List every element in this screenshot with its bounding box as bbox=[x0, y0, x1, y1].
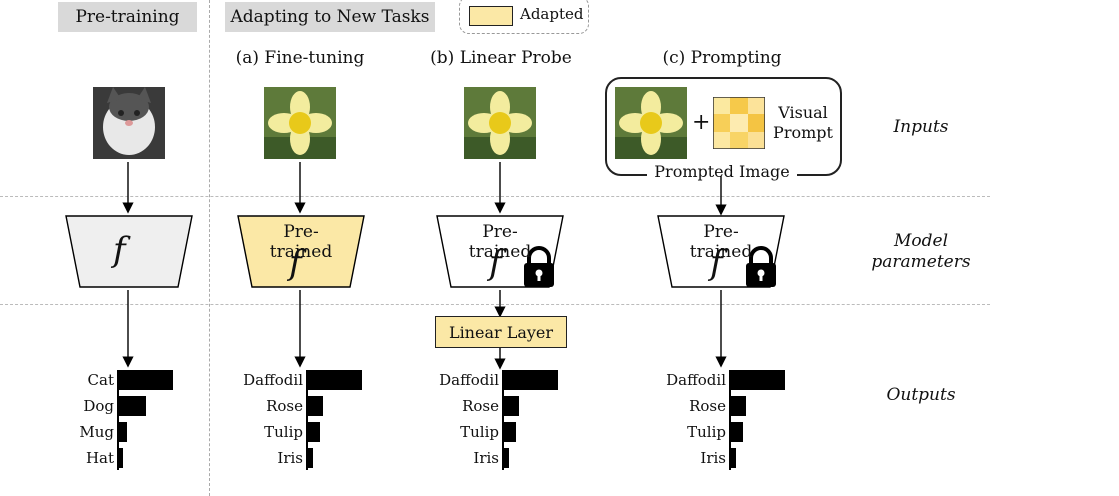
cat-image bbox=[93, 87, 165, 159]
visual-prompt-label: Visual Prompt bbox=[773, 103, 833, 142]
finetune-output-label: Daffodil bbox=[243, 371, 303, 389]
probe-output-label: Daffodil bbox=[439, 371, 499, 389]
prompt-output-bar bbox=[731, 422, 743, 442]
finetune-output-bar bbox=[308, 396, 323, 416]
probe-output-label: Tulip bbox=[460, 423, 499, 441]
column-title-prompting: (c) Prompting bbox=[662, 48, 782, 68]
column-title-finetuning: (a) Fine-tuning bbox=[235, 48, 365, 68]
probe-output-bar bbox=[504, 422, 516, 442]
prompt-pretrained-label: Pre-trained bbox=[689, 222, 753, 262]
finetune-output-label: Tulip bbox=[264, 423, 303, 441]
row-label-model: Model parameters bbox=[871, 231, 971, 272]
finetune-output-label: Iris bbox=[277, 449, 303, 467]
pretraining-output-label: Cat bbox=[87, 371, 114, 389]
prompt-output-bar bbox=[731, 370, 785, 390]
pretraining-output-axis bbox=[117, 370, 119, 470]
pretraining-output-label: Hat bbox=[85, 449, 114, 467]
probe-output-bar bbox=[504, 370, 558, 390]
finetune-output-bar bbox=[308, 448, 313, 468]
linear-layer-box: Linear Layer bbox=[435, 316, 567, 348]
visual-prompt-grid bbox=[713, 97, 765, 149]
prompt-output-label: Rose bbox=[689, 397, 726, 415]
prompt-output-bar bbox=[731, 448, 736, 468]
row-separator-1 bbox=[0, 196, 990, 197]
pretraining-output-bar bbox=[119, 370, 173, 390]
finetune-output-bar bbox=[308, 422, 320, 442]
prompted-image-caption: Prompted Image bbox=[647, 162, 797, 181]
pretraining-output-bar bbox=[119, 448, 123, 468]
daffodil-image-prompt bbox=[615, 87, 687, 159]
legend-swatch bbox=[469, 6, 513, 26]
plus-sign: + bbox=[692, 110, 711, 135]
prompt-output-bar bbox=[731, 396, 746, 416]
probe-output-bar bbox=[504, 396, 519, 416]
probe-output-bar bbox=[504, 448, 509, 468]
prompt-output-axis bbox=[729, 370, 731, 470]
row-label-outputs: Outputs bbox=[886, 385, 956, 405]
daffodil-image-finetune bbox=[264, 87, 336, 159]
pretraining-output-bar bbox=[119, 422, 127, 442]
column-title-linear-probe: (b) Linear Probe bbox=[430, 48, 572, 68]
probe-f-label: f bbox=[489, 243, 502, 283]
adapting-header: Adapting to New Tasks bbox=[225, 2, 435, 32]
finetune-f-label: f bbox=[289, 243, 302, 283]
finetune-model-trapezoid bbox=[237, 215, 365, 288]
pretraining-header: Pre-training bbox=[58, 2, 197, 32]
row-label-inputs: Inputs bbox=[893, 117, 949, 137]
finetune-output-axis bbox=[306, 370, 308, 470]
probe-output-label: Rose bbox=[462, 397, 499, 415]
column-separator bbox=[209, 0, 210, 496]
finetune-output-label: Rose bbox=[266, 397, 303, 415]
probe-output-label: Iris bbox=[473, 449, 499, 467]
finetune-output-bar bbox=[308, 370, 362, 390]
lock-icon-prompt bbox=[746, 246, 776, 287]
pretraining-output-label: Mug bbox=[79, 423, 114, 441]
legend bbox=[459, 0, 589, 34]
legend-label: Adapted bbox=[520, 5, 584, 23]
pretraining-f-label: f bbox=[113, 230, 126, 270]
prompt-output-label: Iris bbox=[700, 449, 726, 467]
prompt-output-label: Tulip bbox=[687, 423, 726, 441]
prompt-f-label: f bbox=[710, 243, 723, 283]
lock-icon-probe bbox=[524, 246, 554, 287]
prompt-output-label: Daffodil bbox=[666, 371, 726, 389]
probe-output-axis bbox=[502, 370, 504, 470]
pretraining-model-trapezoid bbox=[65, 215, 193, 288]
pretraining-output-label: Dog bbox=[83, 397, 114, 415]
pretraining-output-bar bbox=[119, 396, 146, 416]
daffodil-image-probe bbox=[464, 87, 536, 159]
finetune-pretrained-label: Pre-trained bbox=[269, 222, 333, 262]
probe-pretrained-label: Pre-trained bbox=[468, 222, 532, 262]
row-separator-2 bbox=[0, 304, 990, 305]
